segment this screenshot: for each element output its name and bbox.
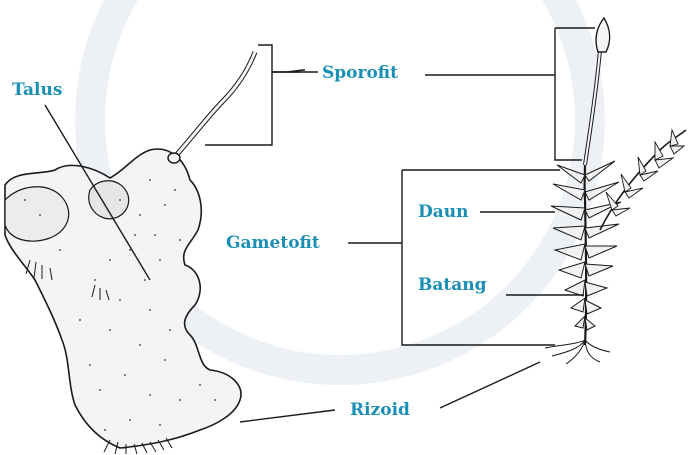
- talus-lobe-upper: [89, 181, 129, 219]
- label-rizoid: Rizoid: [350, 400, 410, 420]
- talus-lobe-left: [5, 187, 69, 241]
- label-daun: Daun: [418, 202, 468, 222]
- liverwort-illustration: [5, 52, 255, 454]
- label-gametofit: Gametofit: [226, 233, 320, 253]
- rizoid-right-line: [440, 362, 540, 408]
- talus-sporophyte-foot: [168, 153, 180, 163]
- label-sporofit: Sporofit: [322, 63, 398, 83]
- moss-capsule: [596, 18, 610, 52]
- moss-illustration: [545, 18, 686, 364]
- label-batang: Batang: [418, 275, 487, 295]
- rizoid-left-line: [240, 410, 335, 422]
- label-talus: Talus: [12, 80, 62, 100]
- sporofit-left-bracket: [205, 45, 305, 145]
- moss-rhizoids: [545, 340, 610, 364]
